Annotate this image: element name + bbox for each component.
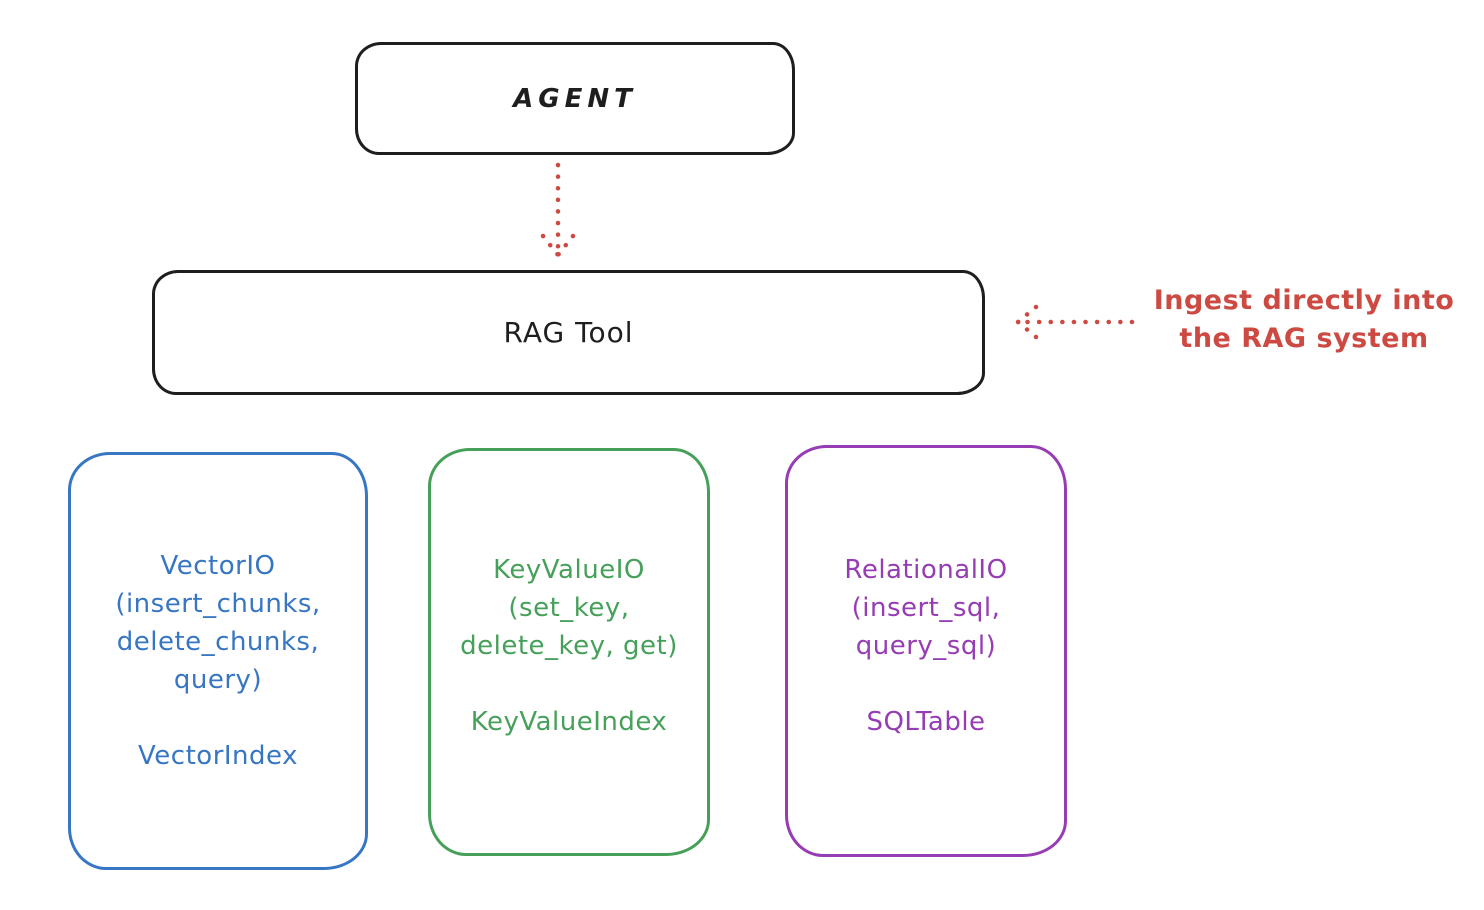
agent-box: AGENT [355, 42, 795, 155]
ingest-annotation-line1: Ingest directly into [1153, 285, 1455, 316]
keyvalue-io-methods-line1: (set_key, [508, 593, 630, 623]
rag-tool-label: RAG Tool [503, 316, 634, 349]
annotation-to-ragtool-arrow-icon [1012, 300, 1136, 344]
vector-io-methods-line2: delete_chunks, [116, 627, 320, 657]
vector-io-methods-line3: query) [173, 665, 263, 695]
keyvalue-io-methods-line2: delete_key, get) [460, 631, 678, 661]
vector-io-methods-line1: (insert_chunks, [115, 589, 321, 619]
relational-io-box: RelationalIO (insert_sql, query_sql) SQL… [785, 445, 1067, 857]
vector-io-title: VectorIO [160, 551, 276, 581]
ingest-annotation-line2: the RAG system [1179, 323, 1429, 354]
rag-tool-box: RAG Tool [152, 270, 985, 395]
relational-io-title: RelationalIO [844, 555, 1008, 585]
relational-io-methods-line1: (insert_sql, [851, 593, 1001, 623]
agent-label: AGENT [513, 83, 637, 114]
agent-to-ragtool-arrow-icon [536, 162, 580, 262]
sql-table-label: SQLTable [866, 707, 986, 737]
vector-io-box: VectorIO (insert_chunks, delete_chunks, … [68, 452, 368, 870]
ingest-annotation: Ingest directly into the RAG system [1128, 282, 1480, 358]
keyvalue-io-title: KeyValueIO [493, 555, 645, 585]
vector-index-label: VectorIndex [138, 741, 298, 771]
keyvalue-io-box: KeyValueIO (set_key, delete_key, get) Ke… [428, 448, 710, 856]
keyvalue-index-label: KeyValueIndex [470, 707, 668, 737]
relational-io-methods-line2: query_sql) [855, 631, 997, 661]
